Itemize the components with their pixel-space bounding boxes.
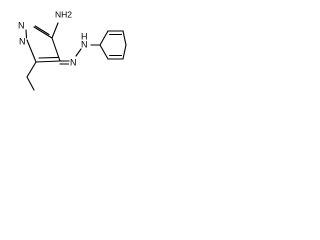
bond-c5-c4	[35, 60, 61, 63]
atom-label-azo-n: N	[70, 57, 77, 67]
bond-ethyl-ch3	[26, 76, 35, 91]
bond-nazo-nh	[75, 48, 82, 57]
background	[0, 0, 127, 92]
bond-n2-c5	[26, 39, 37, 63]
atom-label-hydrazo-n: N	[81, 39, 88, 49]
bond-c3-n1	[33, 26, 53, 39]
bond-c5-ethyl	[26, 61, 37, 78]
bond-ph-3	[122, 30, 127, 46]
bond-ph-6	[99, 44, 109, 60]
bond-c4-c3	[51, 37, 61, 62]
chemical-structure: N N NH2 N N H	[0, 0, 127, 92]
bond-ph-4	[122, 44, 127, 60]
atom-label-n1: N	[18, 20, 25, 30]
atom-label-amino: NH2	[55, 9, 72, 19]
bond-n1-n2	[25, 29, 28, 39]
atom-label-n2: N	[19, 36, 26, 46]
bond-c3-n1-double	[34, 25, 50, 36]
bond-c5-c4-double	[38, 56, 59, 59]
atom-label-hydrazo-h: H	[81, 31, 88, 41]
bond-ph-1	[99, 30, 109, 46]
bond-c3-amino	[51, 22, 59, 39]
